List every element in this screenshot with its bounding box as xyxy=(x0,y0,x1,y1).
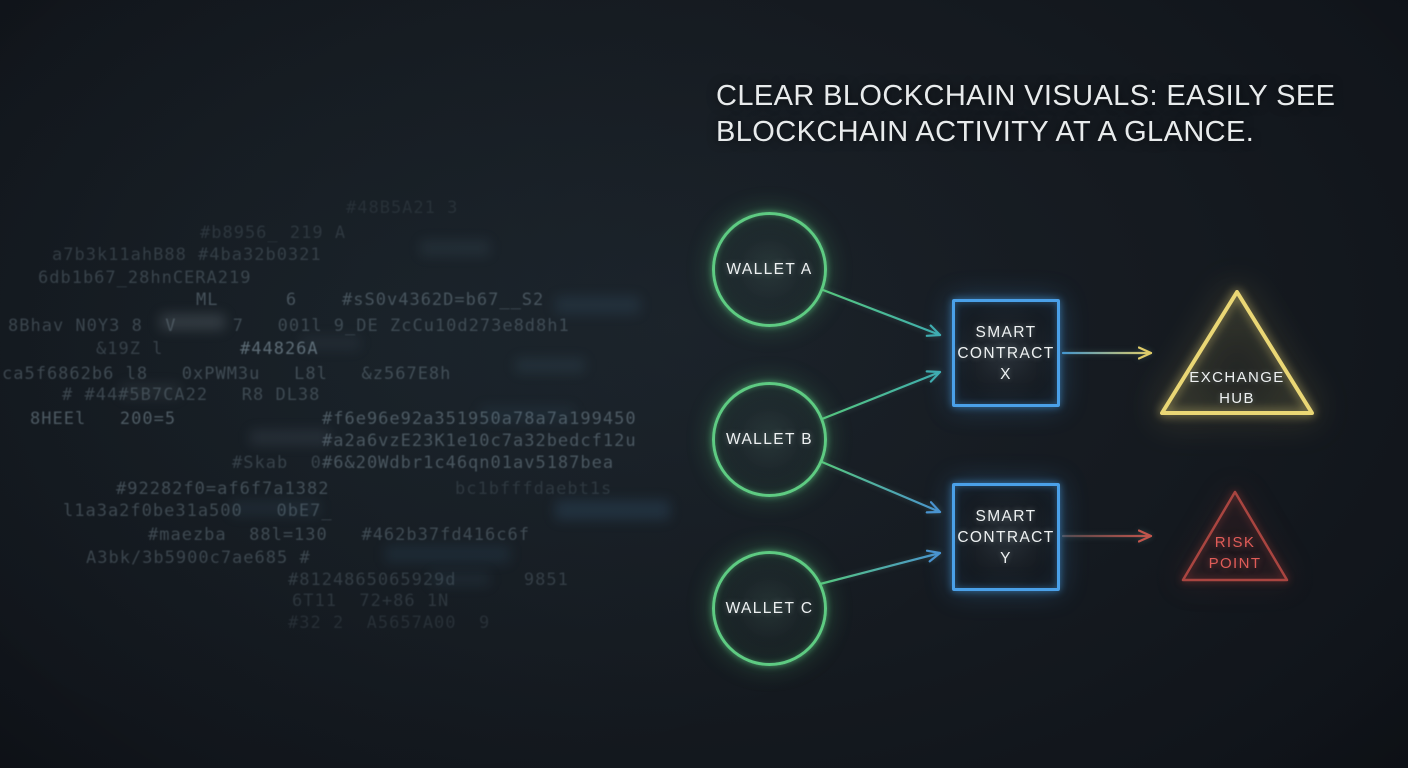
background-glow-blob xyxy=(480,406,575,421)
background-code-line: #a2a6vzE23K1e10c7a32bedcf12u xyxy=(322,431,637,451)
background-code-line: l1a3a2f0be31a500 0bE7_ xyxy=(63,501,333,521)
background-code-line: #48B5A21 3 xyxy=(346,198,459,218)
node-smart-contract-y: SMART CONTRACT Y xyxy=(952,483,1060,591)
background-glow-blob xyxy=(120,384,180,398)
background-code-line: ca5f6862b6 l8 0xPWM3u L8l &z567E8h xyxy=(2,364,452,384)
arrow-wallet-b-to-contract-y xyxy=(820,460,942,514)
background-code-line: bc1bfffdaebt1s xyxy=(455,479,613,499)
background-code-line: #8124865065929d 9851 xyxy=(288,570,569,590)
wallet-c-label: WALLET C xyxy=(725,600,814,617)
background-code-line: #92282f0=af6f7a1382 xyxy=(116,479,330,499)
background-glow-blob xyxy=(230,500,320,516)
node-smart-contract-x: SMART CONTRACT X xyxy=(952,299,1060,407)
smart-contract-x-label: SMART CONTRACT X xyxy=(957,323,1055,383)
background-code-line: 8HEEl 200=5 xyxy=(30,409,177,429)
background-code-line: 6T11 72+86 1N xyxy=(292,591,450,611)
arrow-wallet-c-to-contract-y xyxy=(818,549,942,586)
background-glow-blob xyxy=(300,336,360,350)
background-glow-blob xyxy=(555,500,670,520)
background-code-line: #b8956_ 219 A xyxy=(200,223,347,243)
background-code-line: # #44#5B7CA22 R8 DL38 xyxy=(62,385,321,405)
page-title: CLEAR BLOCKCHAIN VISUALS: EASILY SEE BLO… xyxy=(716,80,1336,148)
exchange-hub-label: EXCHANGE HUB xyxy=(1189,369,1285,407)
node-wallet-a: WALLET A xyxy=(712,212,827,327)
background-code-line: A3bk/3b5900c7ae685 # xyxy=(86,548,311,568)
node-wallet-b: WALLET B xyxy=(712,382,827,497)
arrow-wallet-b-to-contract-x xyxy=(820,370,942,421)
risk-point-label: RISK POINT xyxy=(1208,534,1262,572)
wallet-b-label: WALLET B xyxy=(725,431,813,448)
background-code-line: #44826A xyxy=(240,339,319,359)
background-code-line: &19Z l xyxy=(96,339,164,359)
background-code-line: a7b3k11ahB88 #4ba32b0321 xyxy=(52,245,322,265)
background-code-line: 6db1b67_28hnCERA219 xyxy=(38,268,252,288)
background-code-line: 8Bhav N0Y3 8 V 7 001l 9_DE ZcCu10d273e8d… xyxy=(8,316,570,336)
background-code-line: #maezba 88l=130 #462b37fd416c6f xyxy=(148,525,530,545)
node-wallet-c: WALLET C xyxy=(712,551,827,666)
smart-contract-y-label: SMART CONTRACT Y xyxy=(957,507,1055,567)
background-glow-blob xyxy=(385,545,510,563)
background-glow-blob xyxy=(515,358,585,373)
background-glow-blob xyxy=(250,430,330,445)
background-code-line: #Skab 0 xyxy=(232,453,322,473)
background-code-line: #f6e96e92a351950a78a7a199450 xyxy=(322,409,637,429)
background-glow-blob xyxy=(555,296,640,314)
background-glow-blob xyxy=(420,240,490,256)
node-risk-point-triangle xyxy=(1181,490,1289,582)
background-code-line: #6&20Wdbr1c46qn01av5187bea xyxy=(322,453,615,473)
arrow-wallet-a-to-contract-x xyxy=(821,288,942,337)
background-code-line: ML 6 #sS0v4362D=b67__S2 xyxy=(196,290,545,310)
node-exchange-hub-triangle xyxy=(1160,290,1314,415)
background-code-line: #32 2 A5657A00 9 xyxy=(288,613,491,633)
background-glow-blob xyxy=(430,572,490,586)
background-glow-blob xyxy=(160,314,225,330)
wallet-a-label: WALLET A xyxy=(726,261,813,278)
